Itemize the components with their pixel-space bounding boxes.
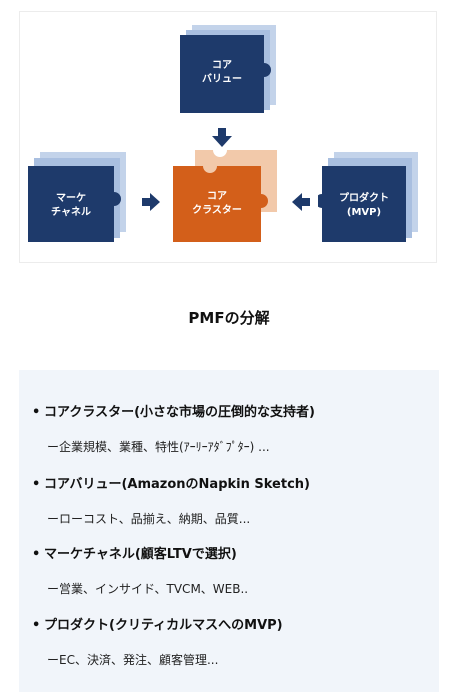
list-item-title: プロダクト(クリティカルマスへのMVP) bbox=[44, 618, 283, 633]
marke-channel-label-line1: マーケ bbox=[56, 193, 86, 204]
piece-front bbox=[180, 35, 271, 113]
core-cluster-piece-shape bbox=[173, 150, 277, 242]
product-mvp-piece: プロダクト (MVP) bbox=[318, 152, 423, 244]
marke-channel-label: マーケ チャネル bbox=[28, 192, 114, 220]
product-mvp-piece-shape bbox=[318, 152, 418, 242]
product-mvp-label: プロダクト (MVP) bbox=[322, 192, 406, 220]
marke-channel-piece-shape bbox=[28, 152, 126, 242]
core-value-label-line1: コア bbox=[212, 60, 232, 71]
core-cluster-label: コア クラスター bbox=[173, 190, 261, 218]
piece-front bbox=[173, 166, 268, 242]
list-item-detail: ー営業、インサイド、TVCM、WEB.. bbox=[47, 582, 249, 596]
piece-front bbox=[318, 166, 406, 242]
marke-channel-piece: マーケ チャネル bbox=[28, 152, 133, 244]
list-item-detail: ー企業規模、業種、特性(ｱｰﾘｰｱﾀﾞﾌﾟﾀｰ) ... bbox=[47, 440, 270, 454]
marke-channel-label-line2: チャネル bbox=[51, 207, 91, 218]
bullet-icon: • bbox=[32, 477, 41, 492]
diagram-caption: PMFの分解 bbox=[188, 309, 270, 327]
product-mvp-label-line1: プロダクト bbox=[339, 193, 389, 204]
list-item-detail: ーローコスト、品揃え、納期、品質... bbox=[47, 512, 251, 526]
bullet-icon: • bbox=[32, 547, 41, 562]
core-value-label-line2: バリュー bbox=[202, 74, 242, 85]
right-arrow-icon bbox=[142, 193, 160, 211]
core-cluster-label-line1: コア bbox=[207, 191, 227, 202]
product-mvp-label-line2: (MVP) bbox=[346, 207, 382, 218]
list-item-title: コアバリュー(AmazonのNapkin Sketch) bbox=[44, 477, 310, 492]
core-cluster-piece: コア クラスター bbox=[173, 150, 281, 246]
core-cluster-label-line2: クラスター bbox=[192, 205, 242, 216]
pmf-breakdown-list bbox=[19, 370, 439, 692]
core-value-piece-shape bbox=[180, 25, 276, 113]
list-item-product: •プロダクト(クリティカルマスへのMVP) bbox=[32, 614, 283, 633]
list-item-title: マーケチャネル(顧客LTVで選択) bbox=[44, 547, 237, 562]
piece-front bbox=[28, 166, 121, 242]
bullet-icon: • bbox=[32, 618, 41, 633]
bullet-icon: • bbox=[32, 405, 41, 420]
left-arrow-icon bbox=[292, 193, 310, 211]
down-arrow-icon bbox=[212, 128, 232, 147]
list-item-core-cluster: •コアクラスター(小さな市場の圧倒的な支持者) bbox=[32, 401, 315, 420]
core-value-piece: コア バリュー bbox=[180, 25, 280, 115]
list-item-marke-channel: •マーケチャネル(顧客LTVで選択) bbox=[32, 543, 237, 562]
list-item-title: コアクラスター(小さな市場の圧倒的な支持者) bbox=[44, 405, 315, 420]
list-item-core-value: •コアバリュー(AmazonのNapkin Sketch) bbox=[32, 473, 310, 492]
core-value-label: コア バリュー bbox=[180, 59, 264, 87]
list-item-detail: ーEC、決済、発注、顧客管理... bbox=[47, 653, 219, 667]
